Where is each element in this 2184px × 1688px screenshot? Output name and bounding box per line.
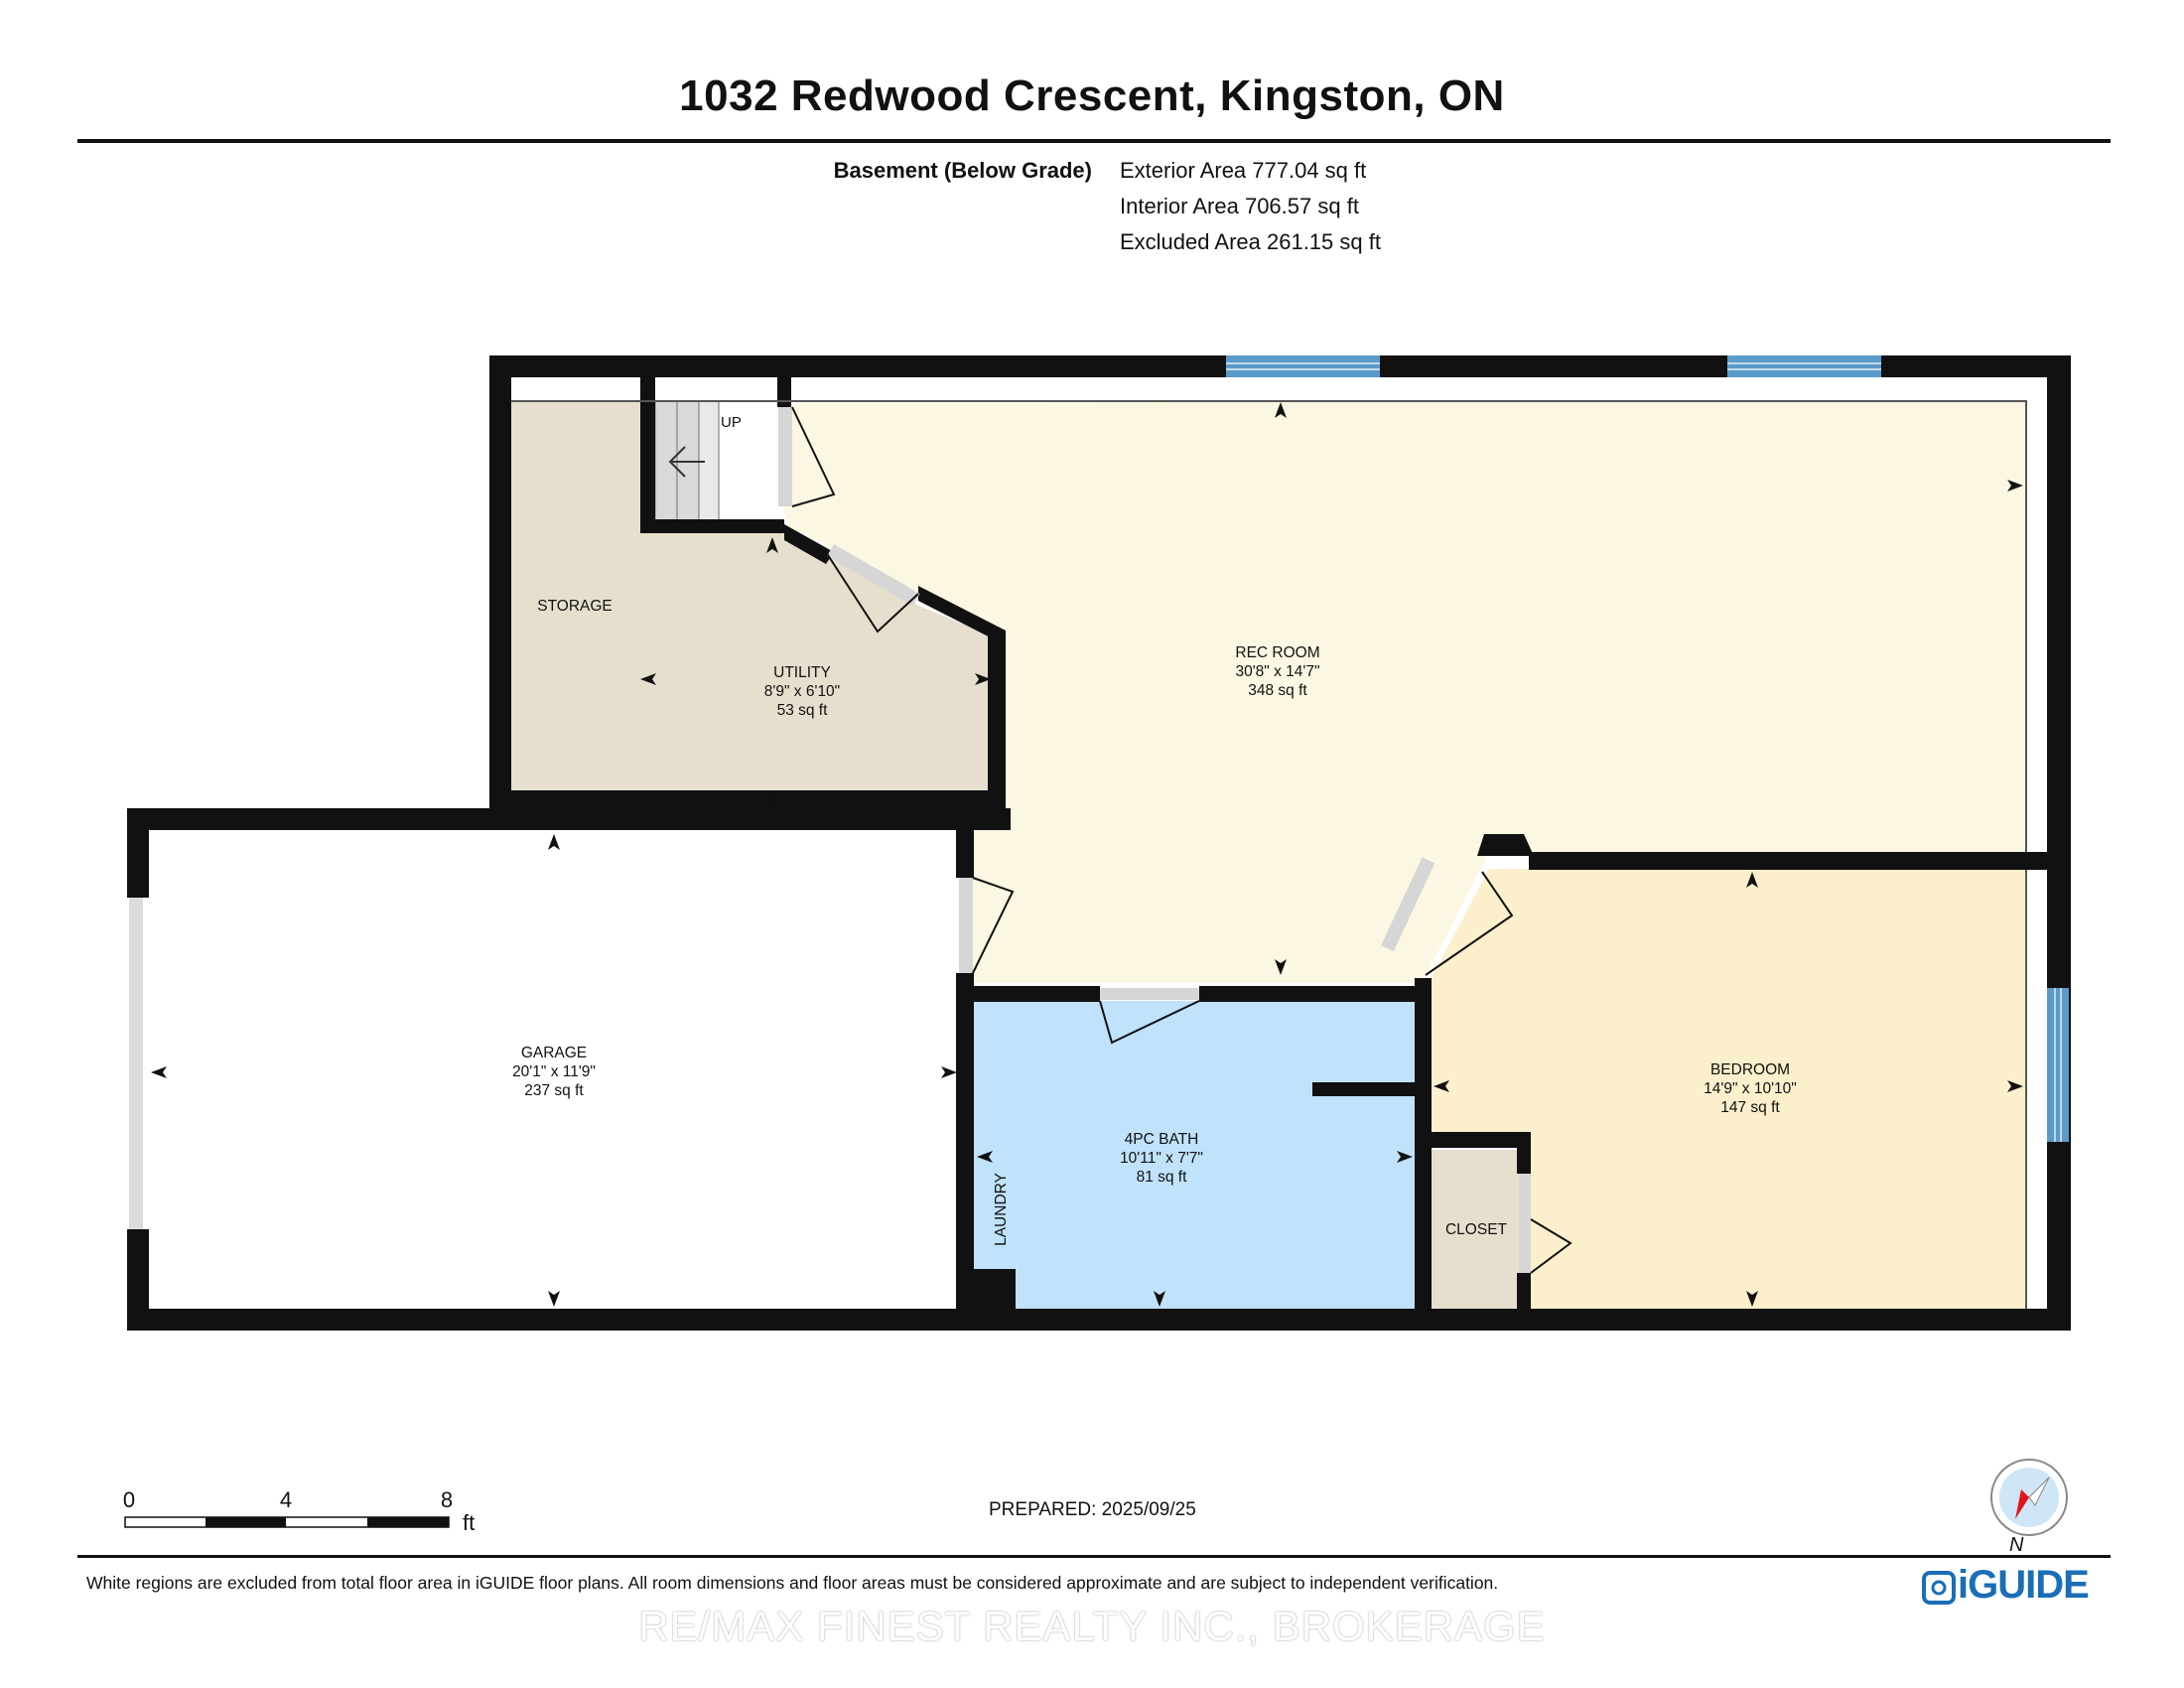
window-lines <box>1226 362 2062 1142</box>
rec-room-label: REC ROOM 30'8" x 14'7" 348 sq ft <box>1235 644 1319 699</box>
window <box>1727 355 1881 377</box>
exterior-area: Exterior Area 777.04 sq ft <box>1120 158 1367 183</box>
garage-opening <box>129 898 143 1229</box>
title-divider <box>77 139 2111 143</box>
windows <box>1226 355 2069 1142</box>
utility-label: UTILITY 8'9" x 6'10" 53 sq ft <box>764 664 840 719</box>
dimension-arrows <box>151 402 2023 1307</box>
page-title: 1032 Redwood Crescent, Kingston, ON <box>679 71 1505 120</box>
prepared-date: PREPARED: 2025/09/25 <box>989 1499 1196 1520</box>
footer-divider <box>77 1555 2111 1558</box>
iguide-logo-text: iGUIDE <box>1958 1563 2090 1607</box>
walls <box>127 355 2071 1331</box>
room-area: 237 sq ft <box>524 1082 584 1099</box>
bath-label: 4PC BATH 10'11" x 7'7" 81 sq ft <box>1120 1131 1203 1186</box>
room-name: BEDROOM <box>1710 1061 1790 1078</box>
interior-area: Interior Area 706.57 sq ft <box>1120 194 1359 218</box>
window <box>1226 355 1380 377</box>
scale-bar-segment <box>205 1517 286 1527</box>
closet-label: CLOSET <box>1445 1221 1508 1238</box>
bath-fill <box>973 1001 1421 1309</box>
room-area: 147 sq ft <box>1720 1099 1780 1116</box>
scale-unit: ft <box>463 1510 475 1535</box>
room-dims: 8'9" x 6'10" <box>764 683 840 700</box>
level-label: Basement (Below Grade) <box>833 158 1092 183</box>
scale-tick-8: 8 <box>441 1487 453 1512</box>
garage-fill <box>149 830 961 1309</box>
scale-bar-segment <box>367 1517 449 1527</box>
utility-fill <box>635 400 996 808</box>
storage-label: STORAGE <box>537 598 613 615</box>
room-name: REC ROOM <box>1235 644 1319 661</box>
room-area: 53 sq ft <box>777 702 829 719</box>
garage-label: GARAGE 20'1" x 11'9" 237 sq ft <box>512 1045 596 1099</box>
storage-fill <box>511 400 635 808</box>
window <box>2047 988 2069 1142</box>
rec-room-fill-2 <box>973 635 1420 983</box>
compass-north-label: N <box>2009 1534 2024 1556</box>
bedroom-fill <box>1432 869 2026 1309</box>
bedroom-label: BEDROOM 14'9" x 10'10" 147 sq ft <box>1704 1061 1797 1116</box>
stairs-label: UP <box>721 414 742 431</box>
laundry-label: LAUNDRY <box>993 1173 1010 1246</box>
excluded-area: Excluded Area 261.15 sq ft <box>1120 229 1381 254</box>
room-dims: 14'9" x 10'10" <box>1704 1080 1797 1097</box>
closet-fill <box>1432 1150 1522 1309</box>
doors <box>778 406 1572 1274</box>
room-name: UTILITY <box>773 664 831 681</box>
room-name: GARAGE <box>521 1045 587 1061</box>
room-name: 4PC BATH <box>1125 1131 1199 1148</box>
iguide-logo-icon <box>1922 1571 1956 1605</box>
area-values: Exterior Area 777.04 sq ft Interior Area… <box>1120 153 1381 260</box>
room-dims: 10'11" x 7'7" <box>1120 1150 1203 1167</box>
scale-tick-4: 4 <box>280 1487 292 1512</box>
room-area: 348 sq ft <box>1248 682 1307 699</box>
brokerage-watermark: RE/MAX FINEST REALTY INC., BROKERAGE <box>638 1603 1546 1649</box>
scale-tick-0: 0 <box>123 1487 135 1512</box>
disclaimer: White regions are excluded from total fl… <box>86 1573 1499 1593</box>
stair-arrow-icon <box>668 446 705 478</box>
room-dims: 20'1" x 11'9" <box>512 1063 596 1080</box>
room-area: 81 sq ft <box>1137 1169 1188 1186</box>
room-dims: 30'8" x 14'7" <box>1235 663 1319 680</box>
